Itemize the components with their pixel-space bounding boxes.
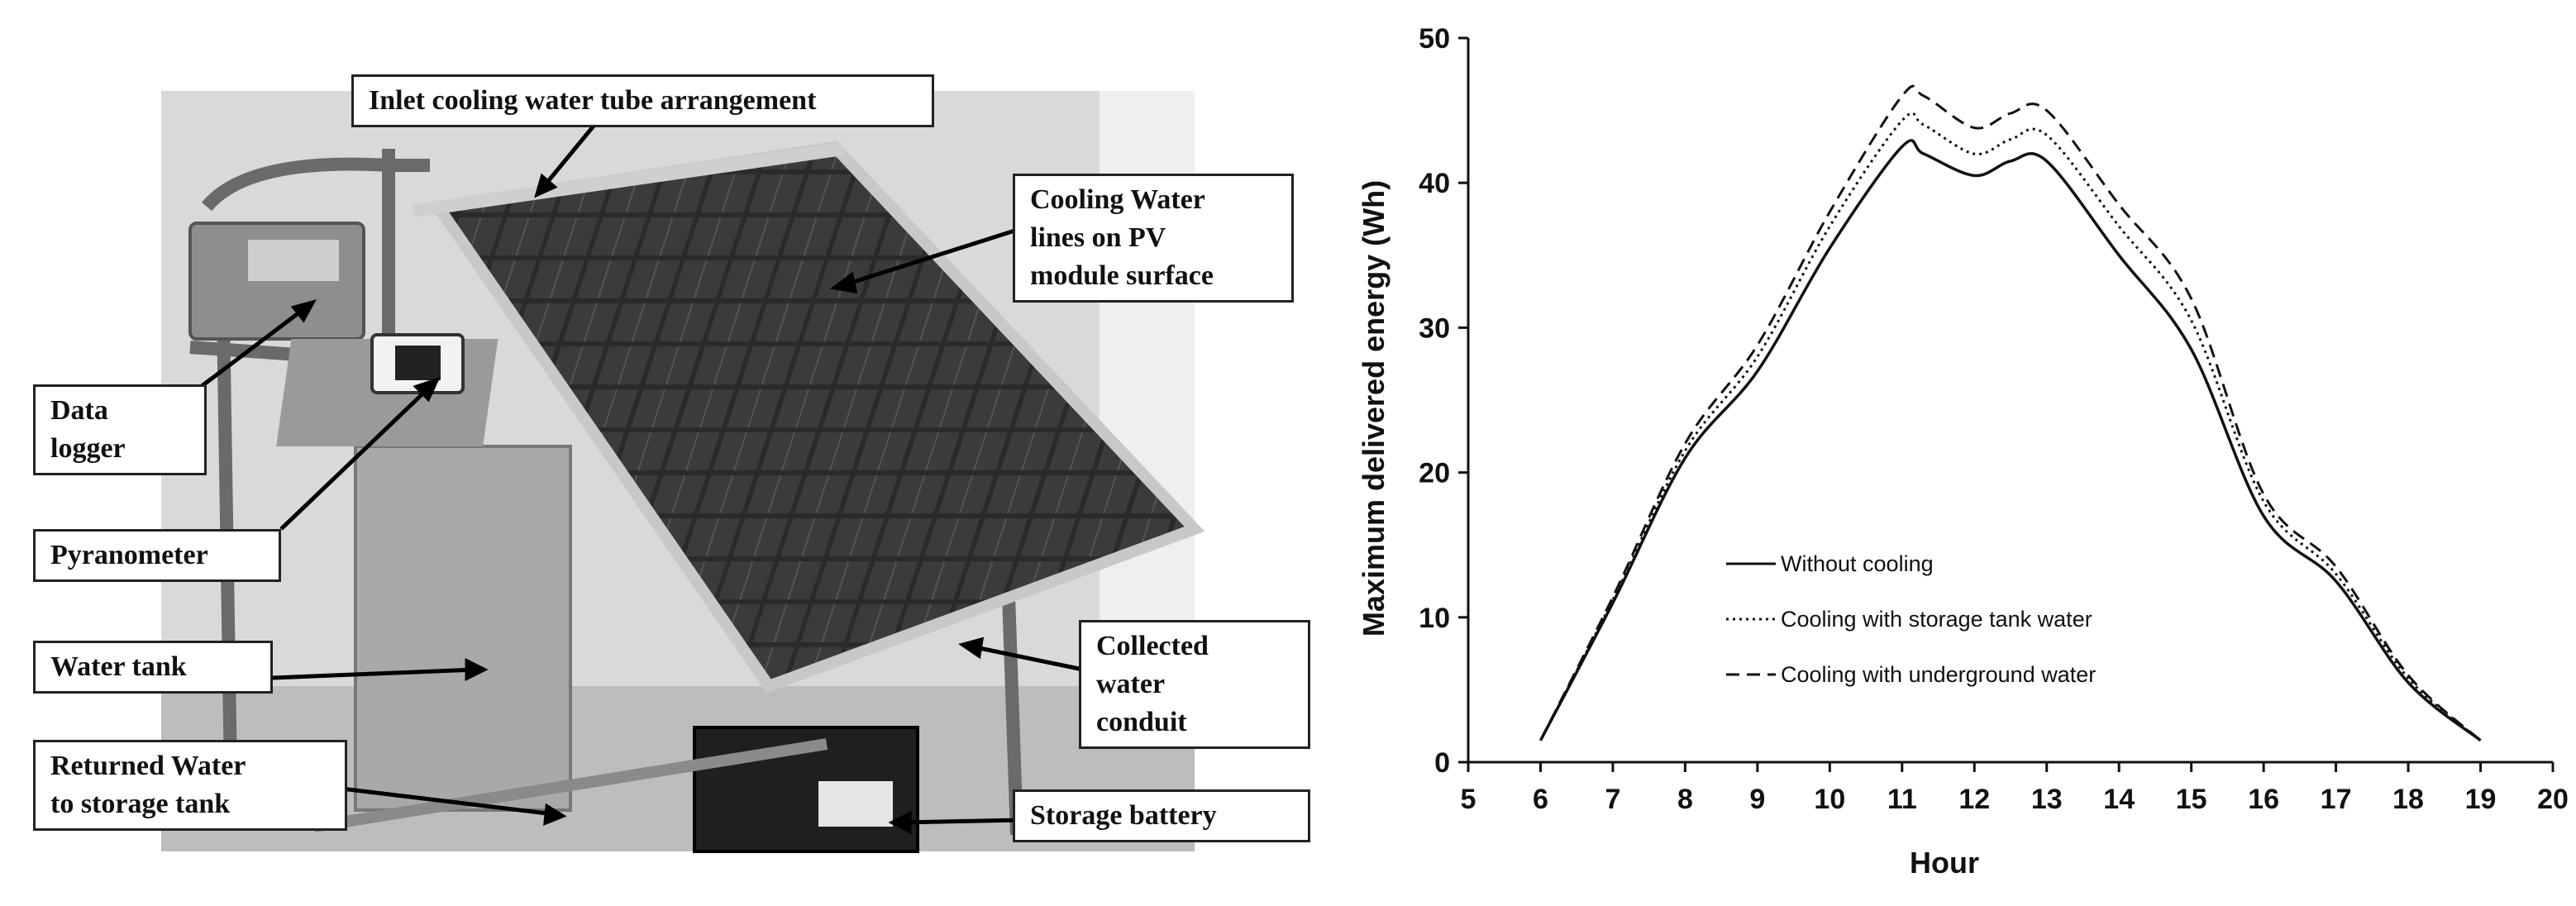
y-tick-label: 30 — [1419, 312, 1450, 344]
x-tick-label: 7 — [1605, 784, 1620, 815]
inlet-tube — [412, 142, 845, 217]
x-tick-label: 16 — [2248, 784, 2279, 815]
y-axis-title: Maximum delivered energy (Wh) — [1357, 180, 1391, 637]
x-tick-label: 12 — [1958, 784, 1990, 815]
callout-arrows — [197, 122, 1084, 835]
x-tick-label: 6 — [1533, 784, 1548, 815]
data-logger-device — [188, 222, 365, 341]
x-tick-label: 19 — [2465, 784, 2497, 815]
series-line-cooling-with-underground-water — [1539, 84, 2482, 741]
callout-inlet-cooling-tube: Inlet cooling water tube arrangement — [351, 74, 934, 127]
callout-returned-water: Returned Water to storage tank — [33, 740, 347, 831]
x-tick-label: 20 — [2537, 784, 2569, 815]
x-tick-label: 8 — [1677, 784, 1693, 815]
series-line-without-cooling — [1538, 139, 2482, 742]
series-line-cooling-with-storage-tank-water — [1539, 112, 2482, 741]
y-tick-label: 0 — [1434, 747, 1450, 779]
callout-data-logger: Data logger — [33, 384, 207, 475]
legend-label-cooling-with-storage-tank-water: Cooling with storage tank water — [1781, 607, 2092, 632]
callout-cooling-water-lines: Cooling Water lines on PV module surface — [1013, 174, 1294, 303]
energy-chart: 5 6 7 8 9 10 11 12 13 14 15 16 17 18 19 20 0 10 20 30 40 50Ho… — [1357, 23, 2569, 880]
x-tick-label: 14 — [2103, 784, 2135, 815]
return-pipe — [312, 738, 828, 832]
y-tick-label: 20 — [1419, 458, 1450, 489]
water-tank-body — [354, 445, 572, 812]
callout-water-tank: Water tank — [33, 641, 273, 694]
callout-pyranometer: Pyranometer — [33, 529, 281, 582]
legend-label-without-cooling: Without cooling — [1781, 551, 1934, 576]
x-tick-label: 9 — [1749, 784, 1765, 815]
y-tick-label: 50 — [1419, 23, 1450, 55]
x-tick-label: 5 — [1461, 784, 1476, 815]
y-tick-label: 10 — [1419, 603, 1450, 634]
x-tick-label: 13 — [2031, 784, 2063, 815]
x-tick-label: 15 — [2176, 784, 2207, 815]
x-tick-label: 11 — [1887, 784, 1917, 815]
legend-label-cooling-with-underground-water: Cooling with underground water — [1781, 662, 2096, 687]
photo-panel: Inlet cooling water tube arrangement Coo… — [33, 74, 1310, 853]
x-tick-label: 10 — [1814, 784, 1845, 815]
y-tick-label: 40 — [1419, 168, 1450, 199]
callout-storage-battery: Storage battery — [1013, 789, 1310, 842]
x-axis-title: Hour — [1910, 846, 1979, 880]
x-tick-label: 17 — [2321, 784, 2352, 815]
x-tick-label: 18 — [2392, 784, 2424, 815]
callout-collected-water-conduit: Collected water conduit — [1079, 620, 1310, 749]
